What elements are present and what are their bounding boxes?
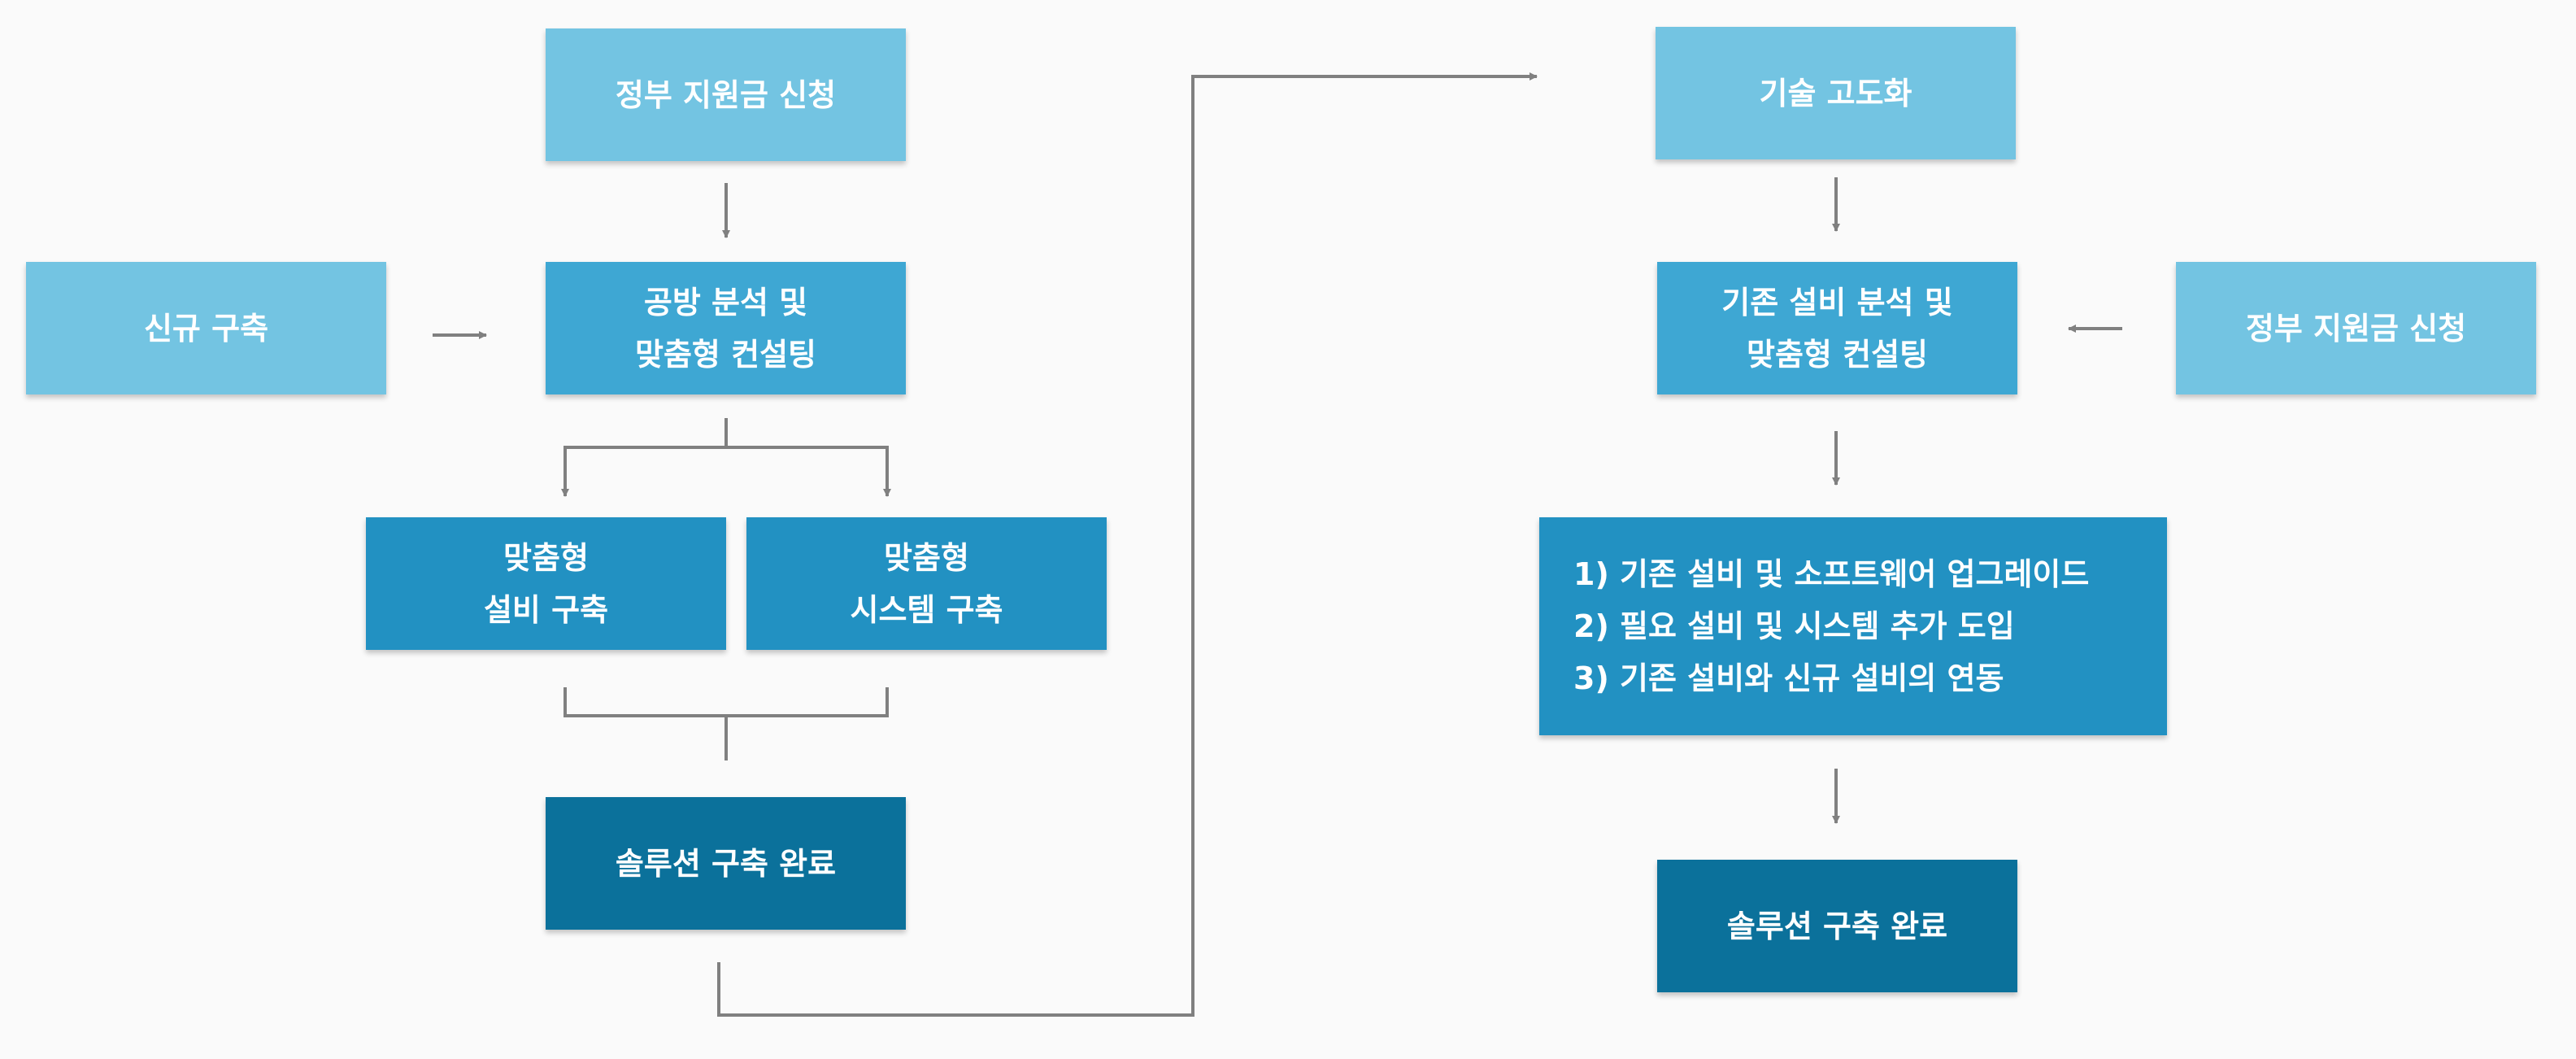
analysis-line-2-right: 맞춤형 컨설팅 (1747, 336, 1928, 373)
analysis-line-2-left: 맞춤형 컨설팅 (635, 336, 816, 373)
step-2: 2) 필요 설비 및 시스템 추가 도입 (1573, 608, 2015, 644)
complete-label-left: 솔루션 구축 완료 (615, 845, 837, 882)
gov-support-box-left: 정부 지원금 신청 (546, 28, 906, 161)
split-connector (561, 418, 728, 497)
custom-system-line-2: 시스템 구축 (850, 591, 1003, 628)
custom-system-line-1: 맞춤형 (884, 539, 969, 576)
step-1: 1) 기존 설비 및 소프트웨어 업그레이드 (1573, 556, 2090, 592)
split-connector-right (726, 446, 891, 497)
complete-box-right: 솔루션 구축 완료 (1657, 860, 2017, 992)
merge-bracket (564, 687, 889, 717)
analysis-line-1-left: 공방 분석 및 (643, 284, 808, 320)
custom-equipment-line-2: 설비 구축 (483, 591, 609, 628)
custom-equipment-box: 맞춤형 설비 구축 (366, 517, 726, 650)
analysis-line-1-right: 기존 설비 분석 및 (1721, 284, 1953, 320)
custom-system-box: 맞춤형 시스템 구축 (746, 517, 1107, 650)
tech-upgrade-label: 기술 고도화 (1759, 75, 1912, 111)
step-3: 3) 기존 설비와 신규 설비의 연동 (1573, 660, 2004, 696)
flow-connector (717, 72, 1538, 1017)
complete-label-right: 솔루션 구축 완료 (1726, 908, 1948, 944)
custom-equipment-line-1: 맞춤형 (503, 539, 589, 576)
gov-support-label-left: 정부 지원금 신청 (615, 76, 837, 113)
tech-upgrade-box: 기술 고도화 (1656, 27, 2016, 159)
analysis-box-left: 공방 분석 및 맞춤형 컨설팅 (546, 262, 906, 394)
analysis-box-right: 기존 설비 분석 및 맞춤형 컨설팅 (1657, 262, 2017, 394)
gov-support-label-right: 정부 지원금 신청 (2245, 310, 2467, 346)
new-build-label: 신규 구축 (143, 310, 269, 346)
new-build-box: 신규 구축 (26, 262, 386, 394)
complete-box-left: 솔루션 구축 완료 (546, 797, 906, 930)
steps-box: 1) 기존 설비 및 소프트웨어 업그레이드 2) 필요 설비 및 시스템 추가… (1539, 517, 2167, 735)
gov-support-box-right: 정부 지원금 신청 (2176, 262, 2536, 394)
